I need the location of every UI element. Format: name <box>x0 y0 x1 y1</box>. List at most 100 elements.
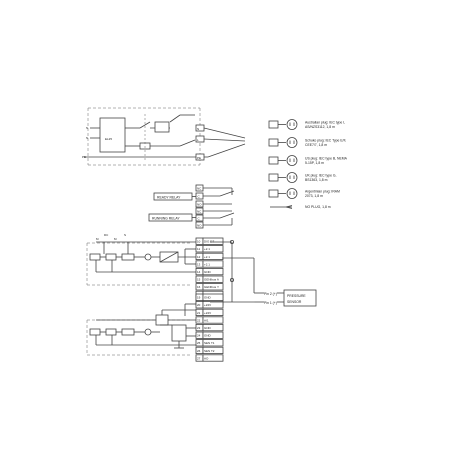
terminal: 21+24V <box>195 308 224 317</box>
ai-indicator <box>144 328 152 336</box>
mains-label-pe: PE <box>82 155 86 159</box>
plug-item: Australian plug: IEC type I,AS/NZS3112, … <box>268 119 345 130</box>
plug-line1: NO PLUG, 1,8 m <box>305 205 331 209</box>
label-dc: DC <box>104 233 109 237</box>
plug-line2: BS1363, 1,8 m <box>305 178 328 182</box>
terminal-label-cell <box>202 308 224 317</box>
mains-section: EL25 N N PE N L PE <box>82 107 246 166</box>
pressure-sensor-box <box>283 289 317 307</box>
terminal-label: +2.1 <box>204 262 210 266</box>
label-m2: M <box>114 237 117 241</box>
plug-cord-icon <box>268 138 279 147</box>
terminal-number: 22 <box>197 318 201 322</box>
plug-item: NO PLUG, 1,8 m <box>270 205 331 209</box>
terminal-number: 20 <box>197 303 201 307</box>
plug-face-icon <box>286 155 298 166</box>
ai-sensor-box <box>171 324 187 342</box>
terminal-number: 19 <box>197 296 201 300</box>
pin2-label: Pin 2 (+) <box>264 292 277 296</box>
plug-face-icon <box>286 172 298 183</box>
plug-cord-icon <box>268 189 279 198</box>
terminal-number: 11 <box>197 247 200 251</box>
running-relay-label: RUNNING RELAY <box>152 217 180 221</box>
terminal-label: AI1 <box>204 318 209 322</box>
plug-line1: UK plug: IEC type G, <box>305 174 337 178</box>
plug-line1: Argentinian plug: IRAM <box>305 190 340 194</box>
di-block-3 <box>121 253 135 261</box>
terminal-label: +2.1 <box>204 255 210 259</box>
plug-item: UK plug: IEC type G,BS1363, 1,8 m <box>268 172 337 183</box>
plug-face-icon <box>286 188 298 199</box>
terminal-pe-label: PE <box>197 156 201 160</box>
running-relay-t1-label: NC <box>197 210 202 214</box>
terminal-number: 25 <box>197 341 201 345</box>
ready-relay: READY RELAY NC C NO <box>153 184 235 208</box>
terminal-number: 26 <box>197 349 201 353</box>
terminal-label: GND <box>204 334 212 338</box>
plug-line2: 5-15P, 1,8 m <box>305 161 324 165</box>
terminal-l-label: N <box>197 127 199 131</box>
terminal-label: GND <box>204 270 212 274</box>
running-relay-t2-label: C <box>198 217 201 221</box>
terminal-label-cell <box>202 283 224 291</box>
label-s: S <box>124 233 126 237</box>
filter-box <box>99 117 126 153</box>
terminal-number: 24 <box>197 334 201 338</box>
terminal: 12+2.1 <box>195 252 224 260</box>
ai-block-2 <box>105 328 117 336</box>
terminal-label-cell <box>202 293 224 301</box>
terminal-label-cell <box>202 331 224 339</box>
ready-relay-t3-label: NO <box>197 203 202 207</box>
terminal-number: 12 <box>197 255 201 259</box>
plug-cord-icon <box>268 156 279 165</box>
terminal-label-cell <box>202 339 224 347</box>
terminal-label: SEN T1 <box>204 341 215 345</box>
terminal-label-cell <box>202 237 224 245</box>
pressure-sensor-section: Pin 2 (+) Pin 1 (+) PRESSURE SENSOR <box>210 239 317 307</box>
terminal-label: +24V <box>204 311 211 315</box>
ai-resistor <box>155 314 169 326</box>
terminal-label-cell <box>202 346 224 355</box>
terminal-label: SEN T2 <box>204 349 215 353</box>
terminal-label-cell <box>202 323 224 332</box>
pin1-label: Pin 1 (+) <box>264 301 277 305</box>
terminal-label: GND <box>204 296 212 300</box>
terminal-label-cell <box>202 354 224 362</box>
terminal-label-cell <box>202 267 224 276</box>
plug-line2: AS/NZS3112, 1,8 m <box>305 125 335 129</box>
plug-legend: Australian plug: IEC type I,AS/NZS3112, … <box>268 119 348 209</box>
filter-label: EL25 <box>105 137 112 141</box>
plug-line2: CEE7/7, 1,8 m <box>305 143 327 147</box>
ready-relay-t2-label: C <box>198 195 201 199</box>
terminal-label: GENIbus Y <box>204 285 219 289</box>
terminal-label-cell <box>202 316 224 324</box>
mains-label-n: N <box>86 136 88 140</box>
di-indicator <box>144 253 152 261</box>
terminal-number: 23 <box>197 326 201 330</box>
terminal-label: GENIbus A <box>204 278 219 282</box>
plug-line1: Schuko plug: IEC Type E/F, <box>305 139 346 143</box>
plug-line2: 2073, 1,8 m <box>305 194 323 198</box>
label-m1: M <box>96 237 99 241</box>
plug-line1: Australian plug: IEC type I, <box>305 121 345 125</box>
terminal-label-cell <box>202 252 224 260</box>
plug-cord-icon <box>268 120 279 129</box>
plug-face-icon <box>286 119 298 130</box>
plug-item: Schuko plug: IEC Type E/F,CEE7/7, 1,8 m <box>268 137 346 148</box>
running-relay-t3-label: NO <box>197 224 202 228</box>
terminal-number: 15 <box>197 278 201 282</box>
terminal-label: GND <box>204 326 212 330</box>
plug-line1: US plug: IEC type B, NEMA <box>305 157 348 161</box>
terminal-number: 21 <box>197 311 201 315</box>
terminal-number: 10 <box>197 240 201 244</box>
